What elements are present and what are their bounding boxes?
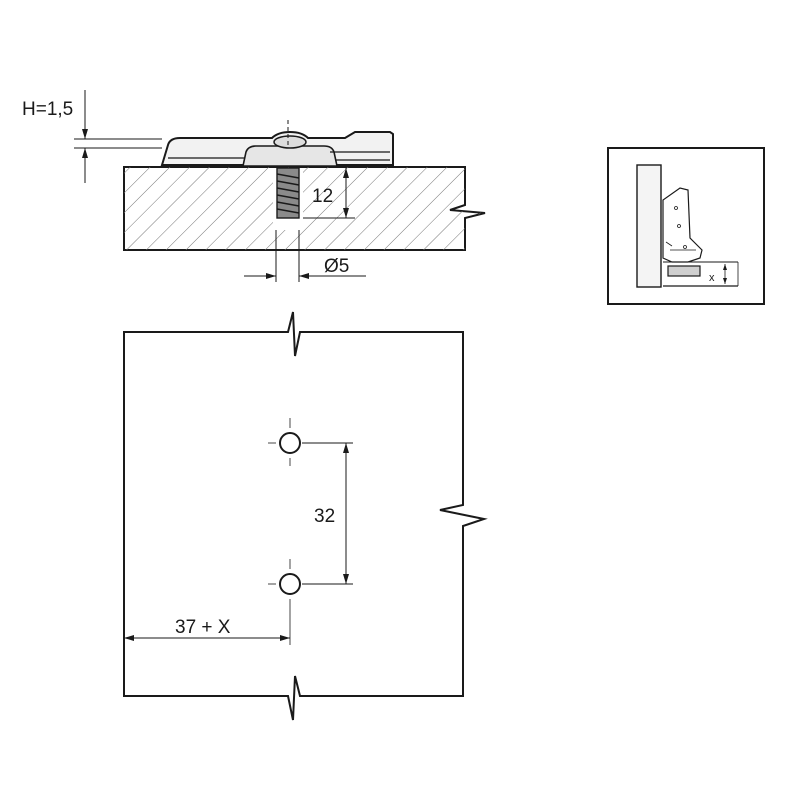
side-section-view: H=1,5 12 Ø5 (22, 90, 486, 282)
mounting-hole-top (279, 432, 301, 454)
hinge-inset-thumbnail: x (607, 147, 765, 305)
plate-height-dimension (74, 90, 162, 183)
mounting-hole-bottom (279, 573, 301, 595)
mounting-plate-base (242, 145, 338, 167)
edge-distance-label: 37 + X (175, 617, 231, 638)
hole-spacing-dimension (302, 442, 353, 585)
front-view: 32 37 + X (123, 311, 488, 721)
inset-mounting-plate (667, 265, 701, 277)
hole-spacing-label: 32 (314, 506, 335, 527)
edge-distance-dimension (124, 635, 290, 641)
plate-height-label: H=1,5 (22, 99, 73, 120)
inset-door-panel (636, 164, 662, 288)
screw-depth-label: 12 (312, 186, 333, 207)
cabinet-side-panel (123, 311, 488, 721)
hole-diameter-dimension (244, 230, 366, 282)
inset-hinge-arm (662, 187, 703, 263)
hole-centerlines (268, 418, 291, 645)
screw-depth-dimension (303, 168, 355, 219)
inset-offset-label: x (709, 272, 715, 284)
inset-offset-dimension (723, 262, 739, 286)
inset-hinge-details (665, 206, 696, 251)
screw-threads (276, 173, 300, 214)
hole-diameter-label: Ø5 (324, 256, 349, 277)
screw-head (273, 135, 307, 149)
panel-section-hatching (124, 167, 485, 250)
